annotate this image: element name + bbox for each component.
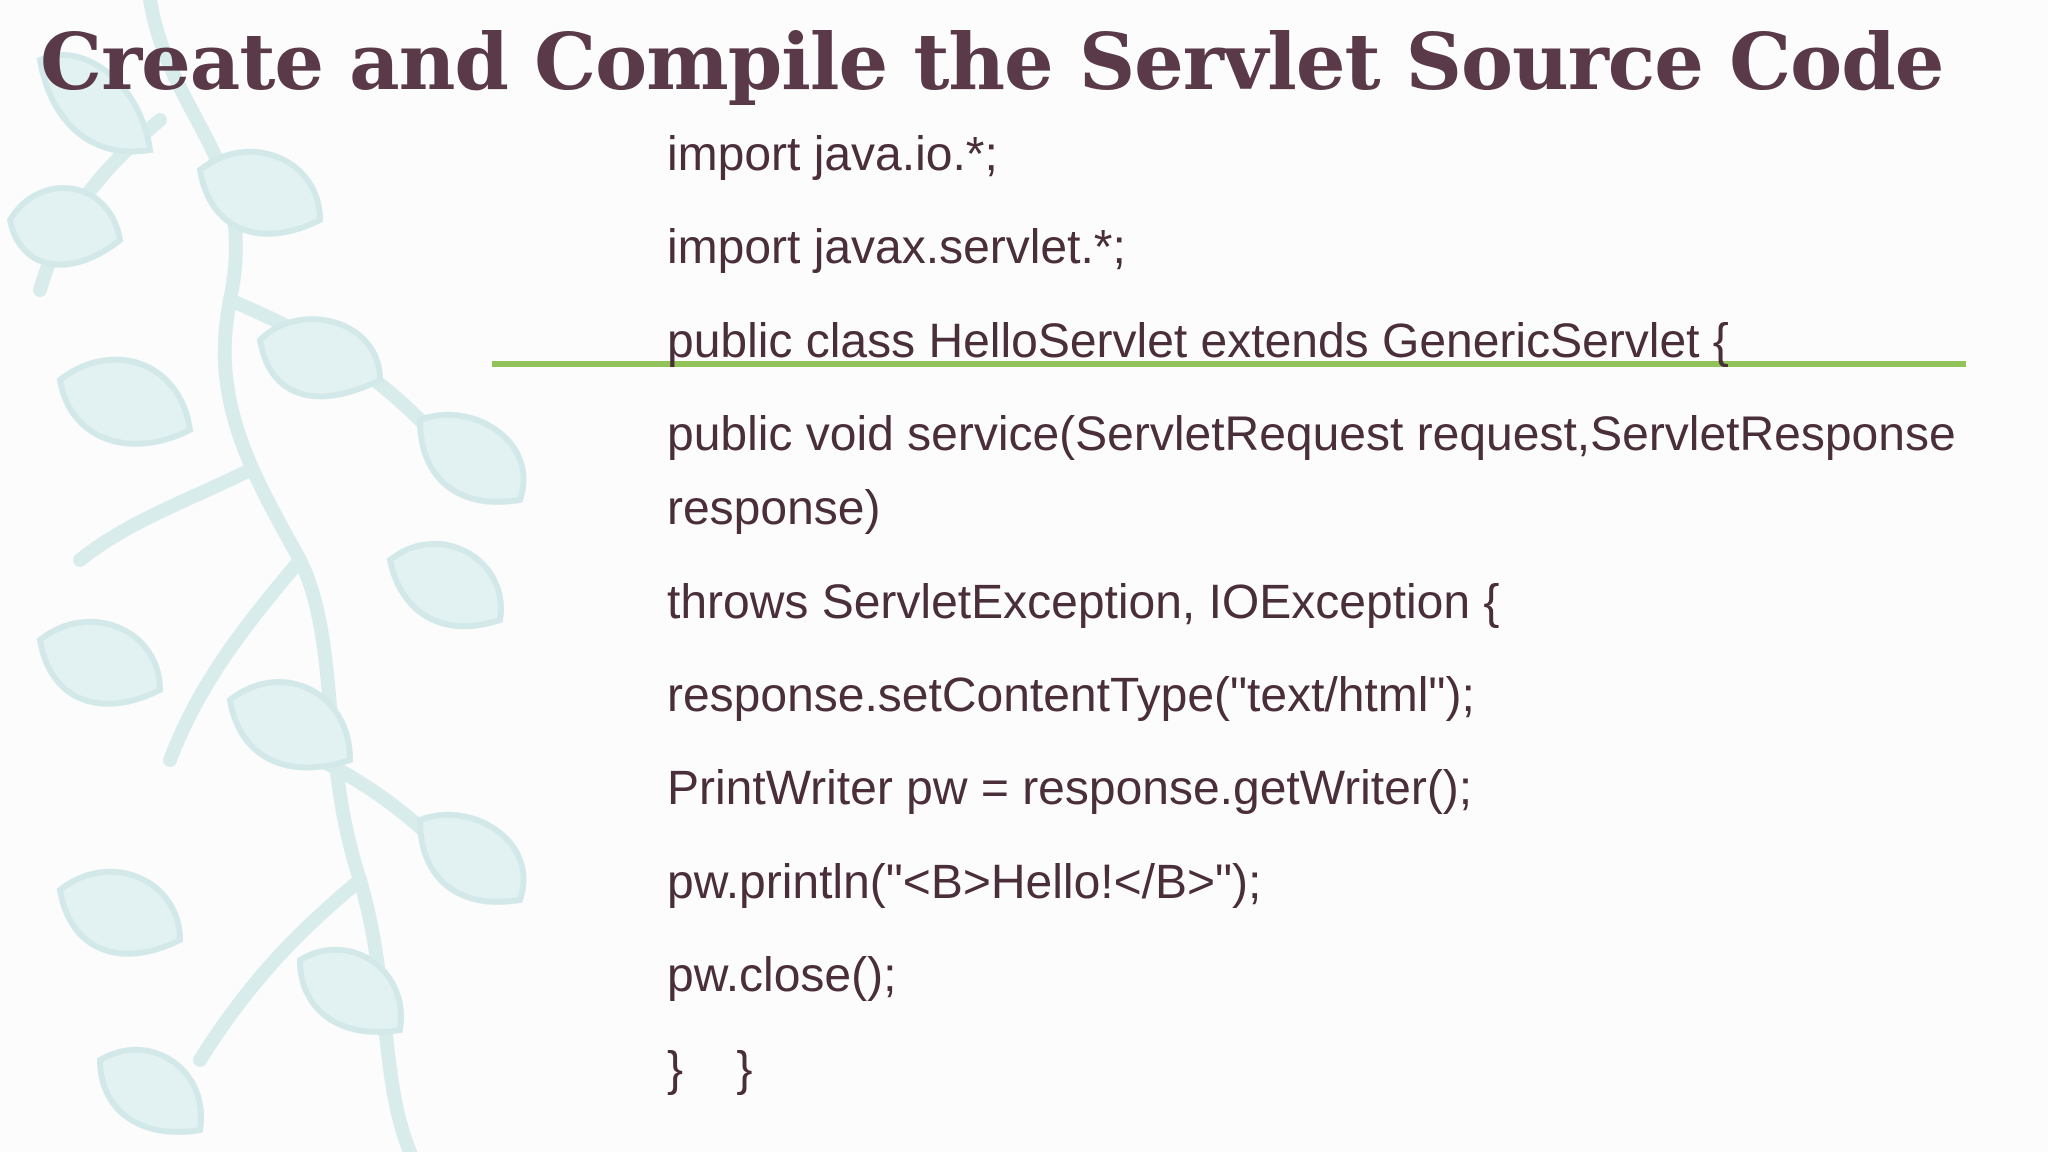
code-line-closing-braces: } } — [667, 1043, 753, 1096]
code-line-get-writer: PrintWriter pw = response.getWriter(); — [667, 762, 1473, 815]
slide-title: Create and Compile the Servlet Source Co… — [40, 17, 1944, 108]
leafy-vine-decoration-icon — [6, 0, 527, 1152]
code-line-import-io: import java.io.*; — [667, 128, 998, 181]
code-line-service-signature: public void service(ServletRequest reque… — [667, 408, 1956, 461]
code-line-class-declaration: public class HelloServlet extends Generi… — [667, 315, 1729, 368]
code-line-set-content-type: response.setContentType("text/html"); — [667, 669, 1475, 722]
code-line-import-servlet: import javax.servlet.*; — [667, 221, 1126, 274]
code-line-close: pw.close(); — [667, 949, 897, 1002]
title-divider — [492, 361, 1966, 367]
code-line-println: pw.println("<B>Hello!</B>"); — [667, 856, 1262, 909]
code-line-throws-clause: throws ServletException, IOException { — [667, 576, 1500, 629]
code-line-service-signature-continued: response) — [667, 482, 881, 535]
